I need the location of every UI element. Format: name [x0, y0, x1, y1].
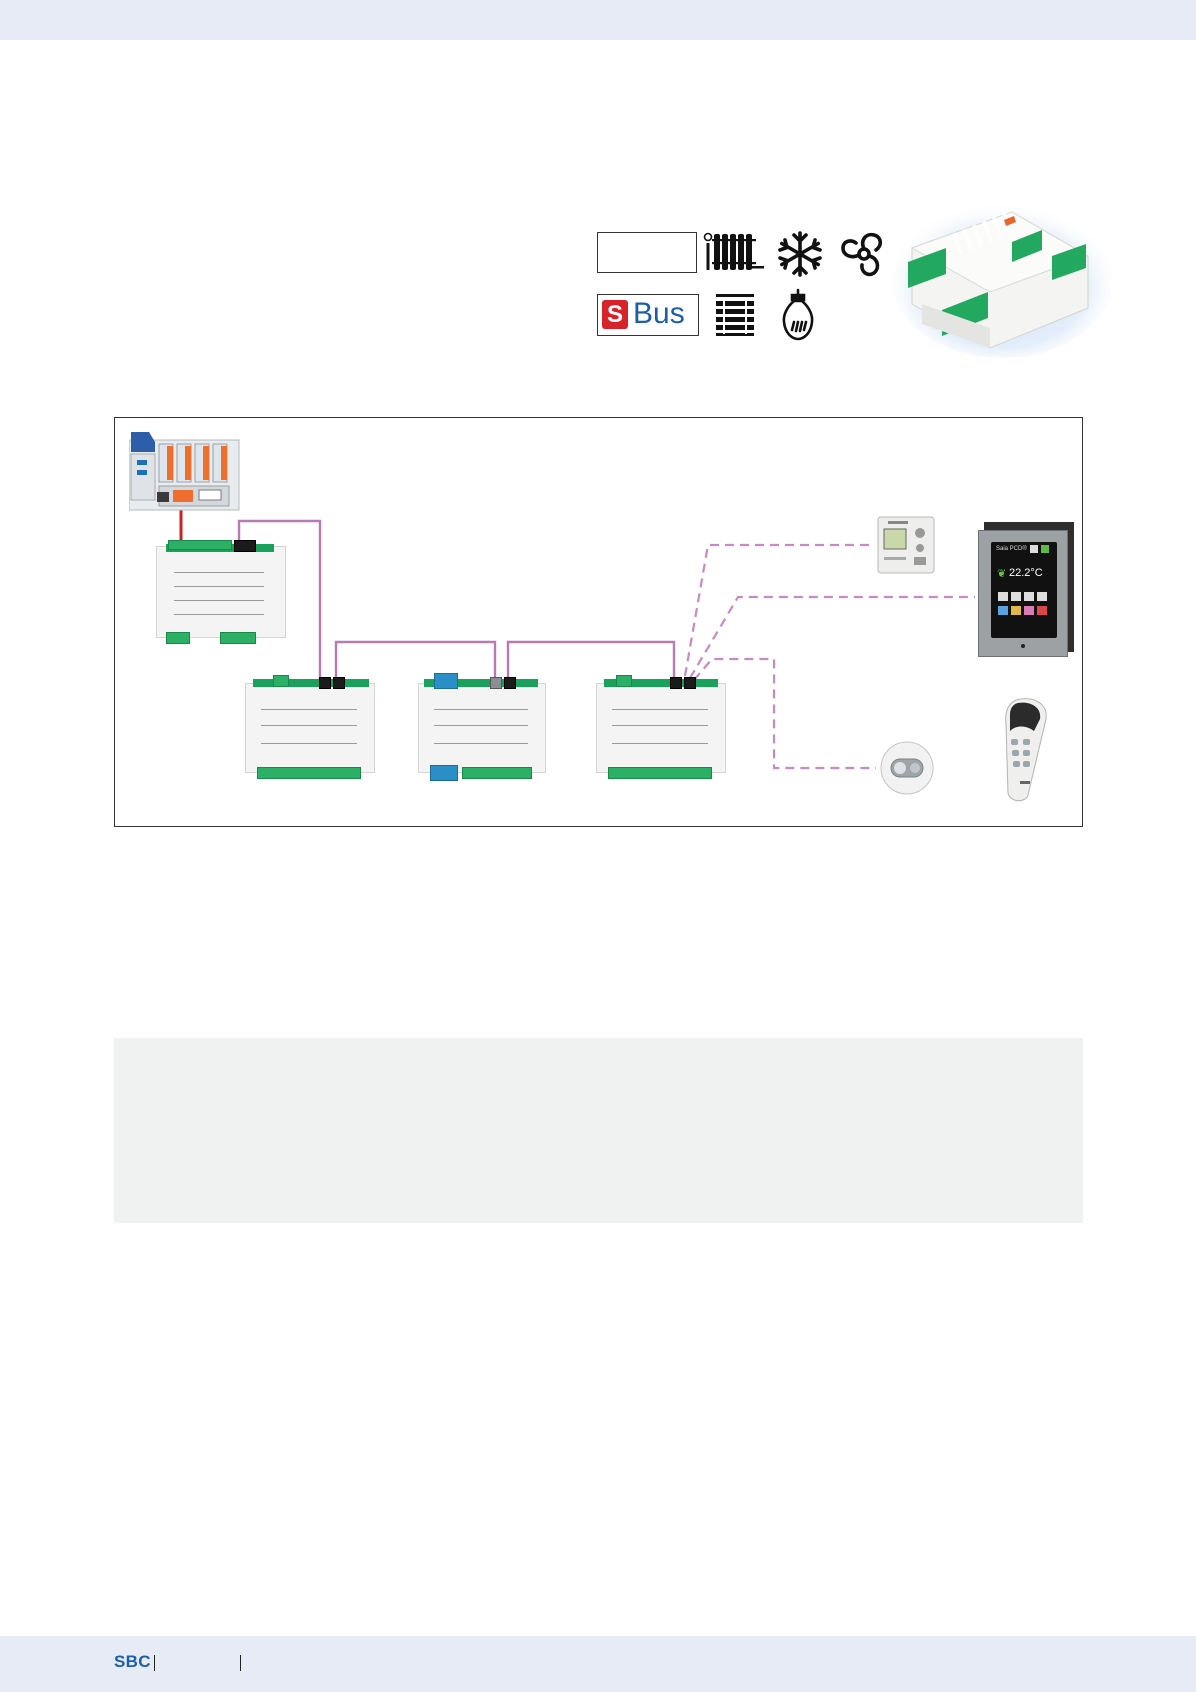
sbus-s-mark: S [602, 300, 628, 329]
info-panel [114, 1038, 1083, 1223]
touch-panel-brand: Saia PCD® [996, 546, 1027, 552]
room-controller-module-1 [245, 675, 377, 783]
light-bulb-icon [782, 288, 814, 341]
blinds-icon [716, 294, 754, 336]
function-label-box [597, 232, 697, 273]
automation-station-image [129, 432, 240, 511]
remote-control-image [1005, 698, 1047, 802]
touch-panel: Saia PCD® ❦ 22.2°C [978, 522, 1074, 657]
room-controller-module-3 [596, 675, 728, 783]
room-controller-module-2 [418, 673, 548, 783]
leaf-icon: ❦ [997, 568, 1007, 580]
top-band [0, 0, 1196, 40]
footer-separator [154, 1655, 155, 1671]
touch-panel-temperature: 22.2°C [1009, 567, 1043, 579]
footer-brand: SBC [114, 1652, 151, 1671]
snowflake-icon [778, 231, 822, 277]
footer-band [0, 1636, 1196, 1692]
sbus-bus-text: Bus [633, 297, 685, 330]
footer-separator [240, 1655, 241, 1671]
sbus-badge: S Bus [597, 294, 699, 336]
room-controller-image [892, 202, 1112, 358]
fan-icon [841, 232, 883, 277]
room-operating-unit-image [877, 516, 935, 574]
presence-sensor-image [880, 741, 934, 795]
gateway-module [156, 540, 286, 646]
radiator-icon [703, 232, 764, 270]
